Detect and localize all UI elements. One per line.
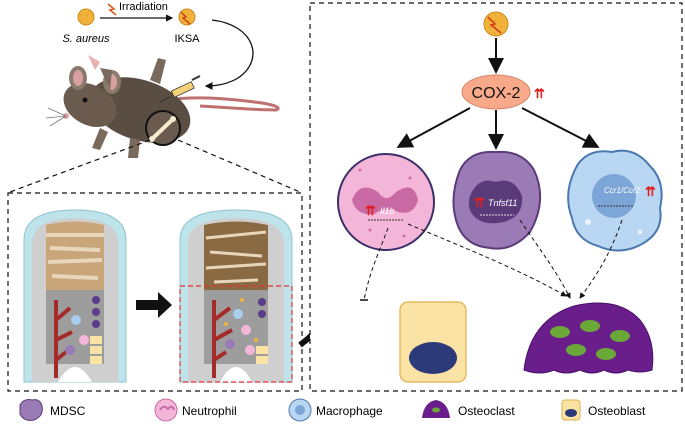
legend-label-macrophage: Macrophage [316,404,383,418]
mdsc-to-osteoclast-arrow [519,219,571,299]
syringe-icon [159,75,201,103]
tnfsf11-label: Tnfsf11 [488,198,517,208]
neutrophil-cell [337,153,435,251]
ccr-up-arrows: ⇈ [645,184,656,199]
s-aureus-bacterium-icon [77,8,95,26]
legend-item-osteoclast: Osteoclast [422,400,515,418]
highlight-box [179,285,293,383]
arrow-to-macrophage [521,107,600,148]
macrophage-to-osteoclast-arrow [579,219,623,299]
neutrophil-to-osteoclast-arrow [407,223,567,297]
legend: MDSC Neutrophil Macrophage Osteoclast Os… [19,398,646,422]
legend-item-mdsc: MDSC [19,399,86,421]
cox2-label: COX-2 [472,85,521,102]
legend-label-osteoclast: Osteoclast [458,404,515,418]
legend-item-neutrophil: Neutrophil [154,398,237,422]
legend-item-macrophage: Macrophage [288,398,383,422]
progression-arrow [136,292,172,318]
macrophage-cell [567,149,663,252]
iksa-stimulus-icon [483,11,509,37]
s-aureus-label: S. aureus [62,33,110,45]
tnfsf11-up-arrows: ⇈ [474,195,485,210]
iksa-label: IKSA [174,33,200,45]
zoom-line-left [9,139,151,193]
healthy-bone-section [23,209,127,383]
mouse-illustration [45,55,280,158]
osteoclast-cell [523,302,654,374]
neutrophil-inhibits-osteoblast [363,227,389,301]
cox2-up-arrows: ⇈ [534,86,545,101]
mdsc-cell [452,150,542,250]
legend-label-osteoblast: Osteoblast [588,404,646,418]
legend-label-mdsc: MDSC [50,404,86,418]
legend-item-osteoblast: Osteoblast [561,399,646,421]
zoom-line-right [177,139,301,193]
neutrophil-cell-icon [154,398,178,422]
legend-label-neutrophil: Neutrophil [182,404,237,418]
cox2-node [461,74,531,110]
mdsc-cell-icon [19,399,43,421]
lightning-icon [107,3,117,16]
bone-magnifier-icon [145,110,181,146]
osteoblast-cell [399,301,467,383]
ccr1-ccr2-label: Ccr1/Ccr2 [604,186,641,195]
il1b-label: Il1b [380,206,395,216]
il1b-up-arrows: ⇈ [365,203,376,218]
arrow-to-neutrophil [396,107,471,148]
iksa-bacterium-icon [178,8,196,26]
infected-bone-section [179,209,293,383]
injection-curve-arrow [204,19,254,90]
irradiation-label: Irradiation [119,1,168,13]
